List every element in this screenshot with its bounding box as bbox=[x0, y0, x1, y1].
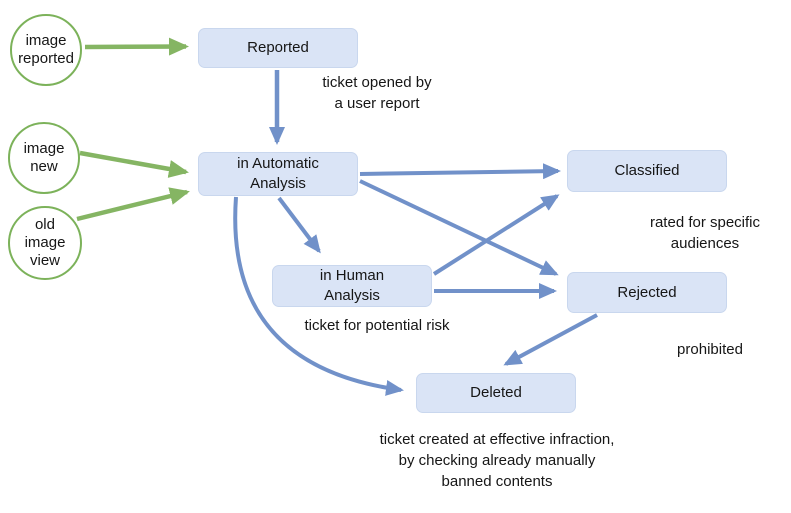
state-deleted: Deleted bbox=[416, 373, 576, 413]
state-reported: Reported bbox=[198, 28, 358, 68]
state-in-human-analysis: in Human Analysis bbox=[272, 265, 432, 307]
source-image-reported: image reported bbox=[10, 14, 82, 86]
source-old-image-view: old image view bbox=[8, 206, 82, 280]
edge-human-to-classified bbox=[432, 194, 560, 276]
edge-image-reported-to-reported bbox=[84, 37, 189, 56]
state-deleted-label: Deleted bbox=[470, 384, 522, 401]
edge-image-new-to-automatic bbox=[79, 150, 189, 178]
state-in-human-analysis-label: in Human Analysis bbox=[319, 267, 385, 304]
state-rejected-label: Rejected bbox=[617, 283, 677, 301]
edge-old-image-view-to-automatic bbox=[76, 187, 190, 222]
edge-automatic-to-human bbox=[277, 196, 321, 254]
source-image-reported-label: image reported bbox=[18, 32, 74, 67]
state-classified-label: Classified bbox=[614, 162, 680, 179]
state-rejected: Rejected bbox=[567, 272, 727, 313]
state-classified: Classified bbox=[567, 150, 727, 192]
state-in-automatic-analysis-label: in Automatic Analysis bbox=[237, 155, 319, 192]
source-old-image-view-label: old image view bbox=[24, 216, 66, 269]
edge-automatic-to-rejected bbox=[359, 179, 559, 276]
edge-rejected-to-deleted bbox=[503, 313, 598, 366]
source-image-new-label: image new bbox=[23, 140, 65, 175]
state-in-automatic-analysis: in Automatic Analysis bbox=[198, 152, 358, 196]
edge-automatic-to-deleted-curve bbox=[233, 196, 404, 396]
state-reported-label: Reported bbox=[247, 39, 309, 56]
annotation-rated-audiences: rated for specific audiences bbox=[649, 214, 761, 252]
annotation-potential-risk: ticket for potential risk bbox=[304, 317, 450, 334]
annotation-prohibited: prohibited bbox=[677, 341, 743, 358]
annotation-infraction: ticket created at effective infraction, … bbox=[379, 431, 615, 490]
annotation-user-report: ticket opened by a user report bbox=[322, 74, 432, 112]
edge-automatic-to-classified bbox=[359, 163, 561, 180]
source-image-new: image new bbox=[8, 122, 80, 194]
